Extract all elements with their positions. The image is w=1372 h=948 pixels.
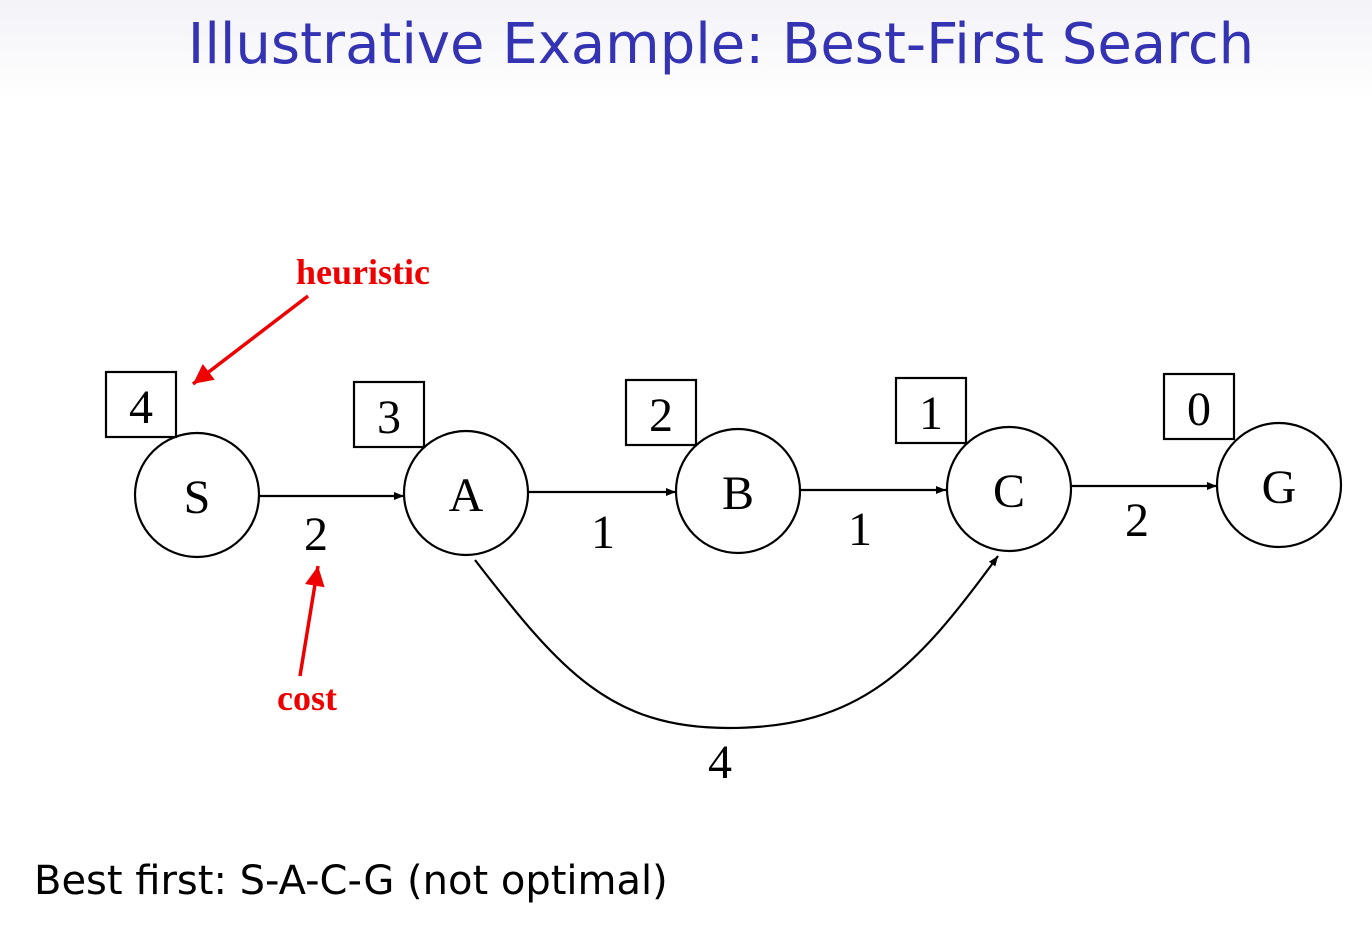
- node-label-c: C: [993, 465, 1025, 518]
- heuristic-value-s: 4: [129, 381, 153, 434]
- heuristic-box-a: 3: [352, 380, 426, 449]
- cost-pointer-arrow: [298, 565, 325, 677]
- node-label-s: S: [184, 471, 211, 524]
- title-band: [0, 0, 1372, 100]
- edge-cost-s-a: 2: [304, 508, 328, 561]
- node-b: B: [674, 427, 802, 555]
- heuristic-value-b: 2: [649, 389, 673, 442]
- edge-cost-a-b: 1: [591, 506, 615, 559]
- heuristic-box-b: 2: [624, 378, 698, 447]
- heuristic-box-g: 0: [1162, 372, 1236, 441]
- heuristic-value-g: 0: [1187, 383, 1211, 436]
- edge-cost-b-c: 1: [848, 503, 872, 556]
- heuristic-value-c: 1: [919, 387, 943, 440]
- node-label-g: G: [1262, 461, 1297, 514]
- node-label-b: B: [722, 467, 754, 520]
- heuristic-box-c: 1: [894, 376, 968, 445]
- edge-cost-a-c: 4: [708, 736, 732, 789]
- node-label-a: A: [449, 469, 484, 522]
- heuristic-box-s: 4: [104, 370, 178, 439]
- node-s: S: [133, 431, 261, 559]
- cost-annotation: cost: [277, 678, 337, 718]
- heuristic-annotation: heuristic: [296, 252, 430, 292]
- node-a: A: [402, 429, 530, 557]
- edge-cost-c-g: 2: [1125, 494, 1149, 547]
- node-c: C: [945, 425, 1073, 553]
- edge-a-c: [474, 555, 999, 730]
- slide-title: Illustrative Example: Best-First Search: [187, 12, 1255, 77]
- node-g: G: [1215, 421, 1343, 549]
- result-caption: Best first: S-A-C-G (not optimal): [34, 858, 668, 904]
- heuristic-pointer-arrow: [191, 294, 310, 386]
- heuristic-value-a: 3: [377, 391, 401, 444]
